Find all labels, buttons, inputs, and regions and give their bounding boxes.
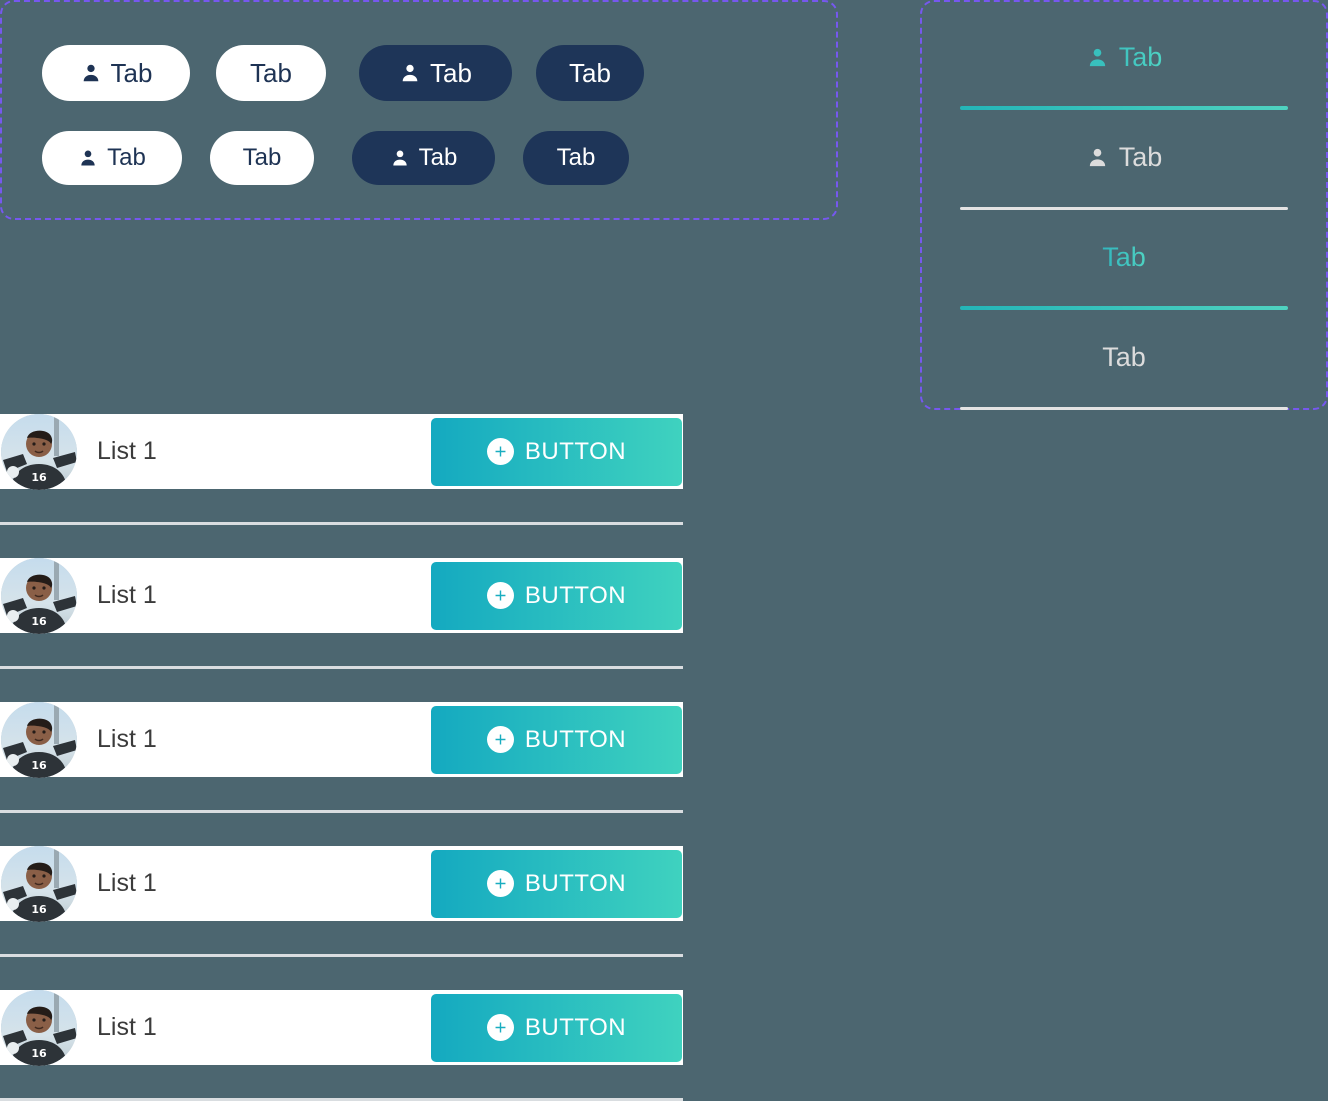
- person-icon: [1086, 46, 1109, 69]
- person-icon: [80, 62, 102, 84]
- avatar: 16: [1, 989, 77, 1066]
- pill-tab-4-label: Tab: [569, 58, 611, 88]
- pill-tab-1-label: Tab: [110, 58, 153, 88]
- pill-tab-8[interactable]: Tab: [523, 131, 629, 185]
- list-row-title: List 1: [97, 869, 157, 897]
- svg-text:16: 16: [31, 903, 47, 916]
- list-row-button-label: BUTTON: [524, 437, 627, 465]
- list-divider: [0, 522, 683, 525]
- vertical-tab-2[interactable]: Tab: [942, 122, 1306, 210]
- vertical-tab-4-label: Tab: [1102, 342, 1146, 372]
- vertical-tab-3-label: Tab: [1102, 242, 1146, 272]
- list-row-button-label: BUTTON: [524, 581, 627, 609]
- avatar: 16: [1, 701, 77, 778]
- list-row-button-label: BUTTON: [524, 725, 627, 753]
- vertical-tab-2-underline: [960, 207, 1288, 210]
- pill-tab-1[interactable]: Tab: [42, 45, 190, 101]
- list-row[interactable]: 16 List 1 BUTTON: [0, 989, 683, 1066]
- list-row-button-label: BUTTON: [524, 1013, 627, 1041]
- vertical-tab-2-label: Tab: [1118, 142, 1163, 172]
- pill-tab-4[interactable]: Tab: [536, 45, 644, 101]
- spacer: [0, 525, 683, 558]
- pill-tabs-annotation-box: [0, 0, 838, 220]
- list-row-button[interactable]: BUTTON: [431, 849, 682, 918]
- person-icon: [1086, 146, 1109, 169]
- svg-text:16: 16: [31, 615, 47, 628]
- list-block: 16 List 1 BUTTON: [0, 701, 683, 846]
- pill-tab-7-label: Tab: [418, 144, 458, 171]
- list-row-title: List 1: [97, 437, 157, 465]
- list-divider: [0, 954, 683, 957]
- pill-tab-2-label: Tab: [250, 58, 292, 88]
- list-row-title: List 1: [97, 581, 157, 609]
- avatar: 16: [1, 413, 77, 490]
- list-row-button-label: BUTTON: [524, 869, 627, 897]
- pill-tab-row-small: Tab Tab Tab Tab: [42, 131, 629, 185]
- list-block: 16 List 1 BUTTON: [0, 989, 683, 1101]
- spacer: [0, 813, 683, 846]
- avatar: 16: [1, 557, 77, 634]
- svg-text:16: 16: [31, 471, 47, 484]
- pill-tab-5-label: Tab: [107, 144, 146, 171]
- vertical-tab-4[interactable]: Tab: [942, 322, 1306, 410]
- vertical-tab-3[interactable]: Tab: [942, 222, 1306, 310]
- list-container: 16 List 1 BUTTON: [0, 413, 683, 1101]
- plus-circle-icon: [486, 1014, 514, 1041]
- pill-tab-row-large: Tab Tab Tab Tab: [42, 45, 644, 101]
- pill-tab-8-label: Tab: [556, 144, 596, 171]
- plus-circle-icon: [486, 726, 514, 753]
- svg-text:16: 16: [31, 759, 47, 772]
- person-icon: [78, 148, 98, 168]
- plus-circle-icon: [486, 870, 514, 897]
- list-row-title: List 1: [97, 725, 157, 753]
- list-block: 16 List 1 BUTTON: [0, 557, 683, 702]
- avatar: 16: [1, 845, 77, 922]
- list-divider: [0, 810, 683, 813]
- list-row-button[interactable]: BUTTON: [431, 705, 682, 774]
- spacer: [0, 921, 683, 954]
- list-row[interactable]: 16 List 1 BUTTON: [0, 413, 683, 490]
- plus-circle-icon: [486, 438, 514, 465]
- person-icon: [390, 148, 410, 168]
- svg-text:16: 16: [31, 1047, 47, 1060]
- list-row[interactable]: 16 List 1 BUTTON: [0, 557, 683, 634]
- vertical-tab-3-underline: [960, 306, 1288, 310]
- pill-tab-7[interactable]: Tab: [352, 131, 495, 185]
- list-row[interactable]: 16 List 1 BUTTON: [0, 845, 683, 922]
- vertical-tab-1[interactable]: Tab: [942, 22, 1306, 110]
- list-row-title: List 1: [97, 1013, 157, 1041]
- list-divider: [0, 666, 683, 669]
- spacer: [0, 957, 683, 990]
- list-row-button[interactable]: BUTTON: [431, 993, 682, 1062]
- vertical-tab-1-label: Tab: [1118, 42, 1163, 72]
- pill-tab-3[interactable]: Tab: [359, 45, 512, 101]
- pill-tab-2[interactable]: Tab: [216, 45, 326, 101]
- person-icon: [399, 62, 421, 84]
- pill-tab-3-label: Tab: [430, 58, 472, 88]
- vertical-tab-list: Tab Tab Tab Tab: [942, 22, 1306, 422]
- pill-tab-6[interactable]: Tab: [210, 131, 314, 185]
- spacer: [0, 489, 683, 522]
- list-block: 16 List 1 BUTTON: [0, 845, 683, 990]
- pill-tab-5[interactable]: Tab: [42, 131, 182, 185]
- list-row-button[interactable]: BUTTON: [431, 417, 682, 486]
- list-row-button[interactable]: BUTTON: [431, 561, 682, 630]
- list-block: 16 List 1 BUTTON: [0, 413, 683, 558]
- spacer: [0, 1065, 683, 1098]
- plus-circle-icon: [486, 582, 514, 609]
- vertical-tab-4-underline: [960, 407, 1288, 410]
- list-row[interactable]: 16 List 1 BUTTON: [0, 701, 683, 778]
- spacer: [0, 777, 683, 810]
- vertical-tab-1-underline: [960, 106, 1288, 110]
- spacer: [0, 633, 683, 666]
- pill-tab-6-label: Tab: [242, 144, 282, 171]
- spacer: [0, 669, 683, 702]
